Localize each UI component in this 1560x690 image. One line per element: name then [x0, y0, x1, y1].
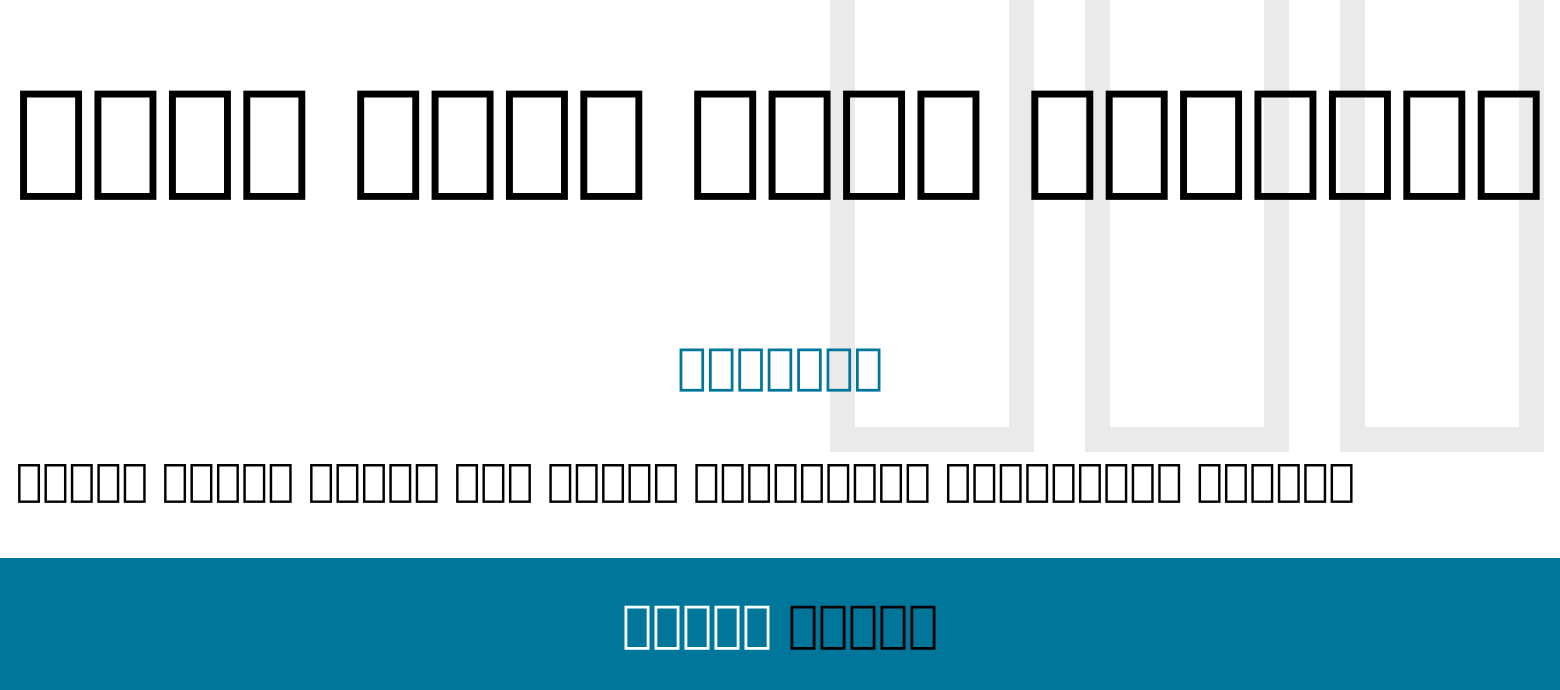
watermark-glyph [1340, 0, 1544, 452]
footer-text-primary:  [622, 595, 772, 653]
body-text:       … [16, 455, 1355, 508]
footer-text-secondary:  [788, 595, 938, 653]
page-title:     [14, 62, 1546, 211]
watermark [830, 0, 1545, 452]
watermark-glyph [1085, 0, 1289, 452]
footer-banner:   [0, 558, 1560, 690]
subtitle:  [0, 338, 1560, 397]
watermark-glyph [830, 0, 1034, 452]
